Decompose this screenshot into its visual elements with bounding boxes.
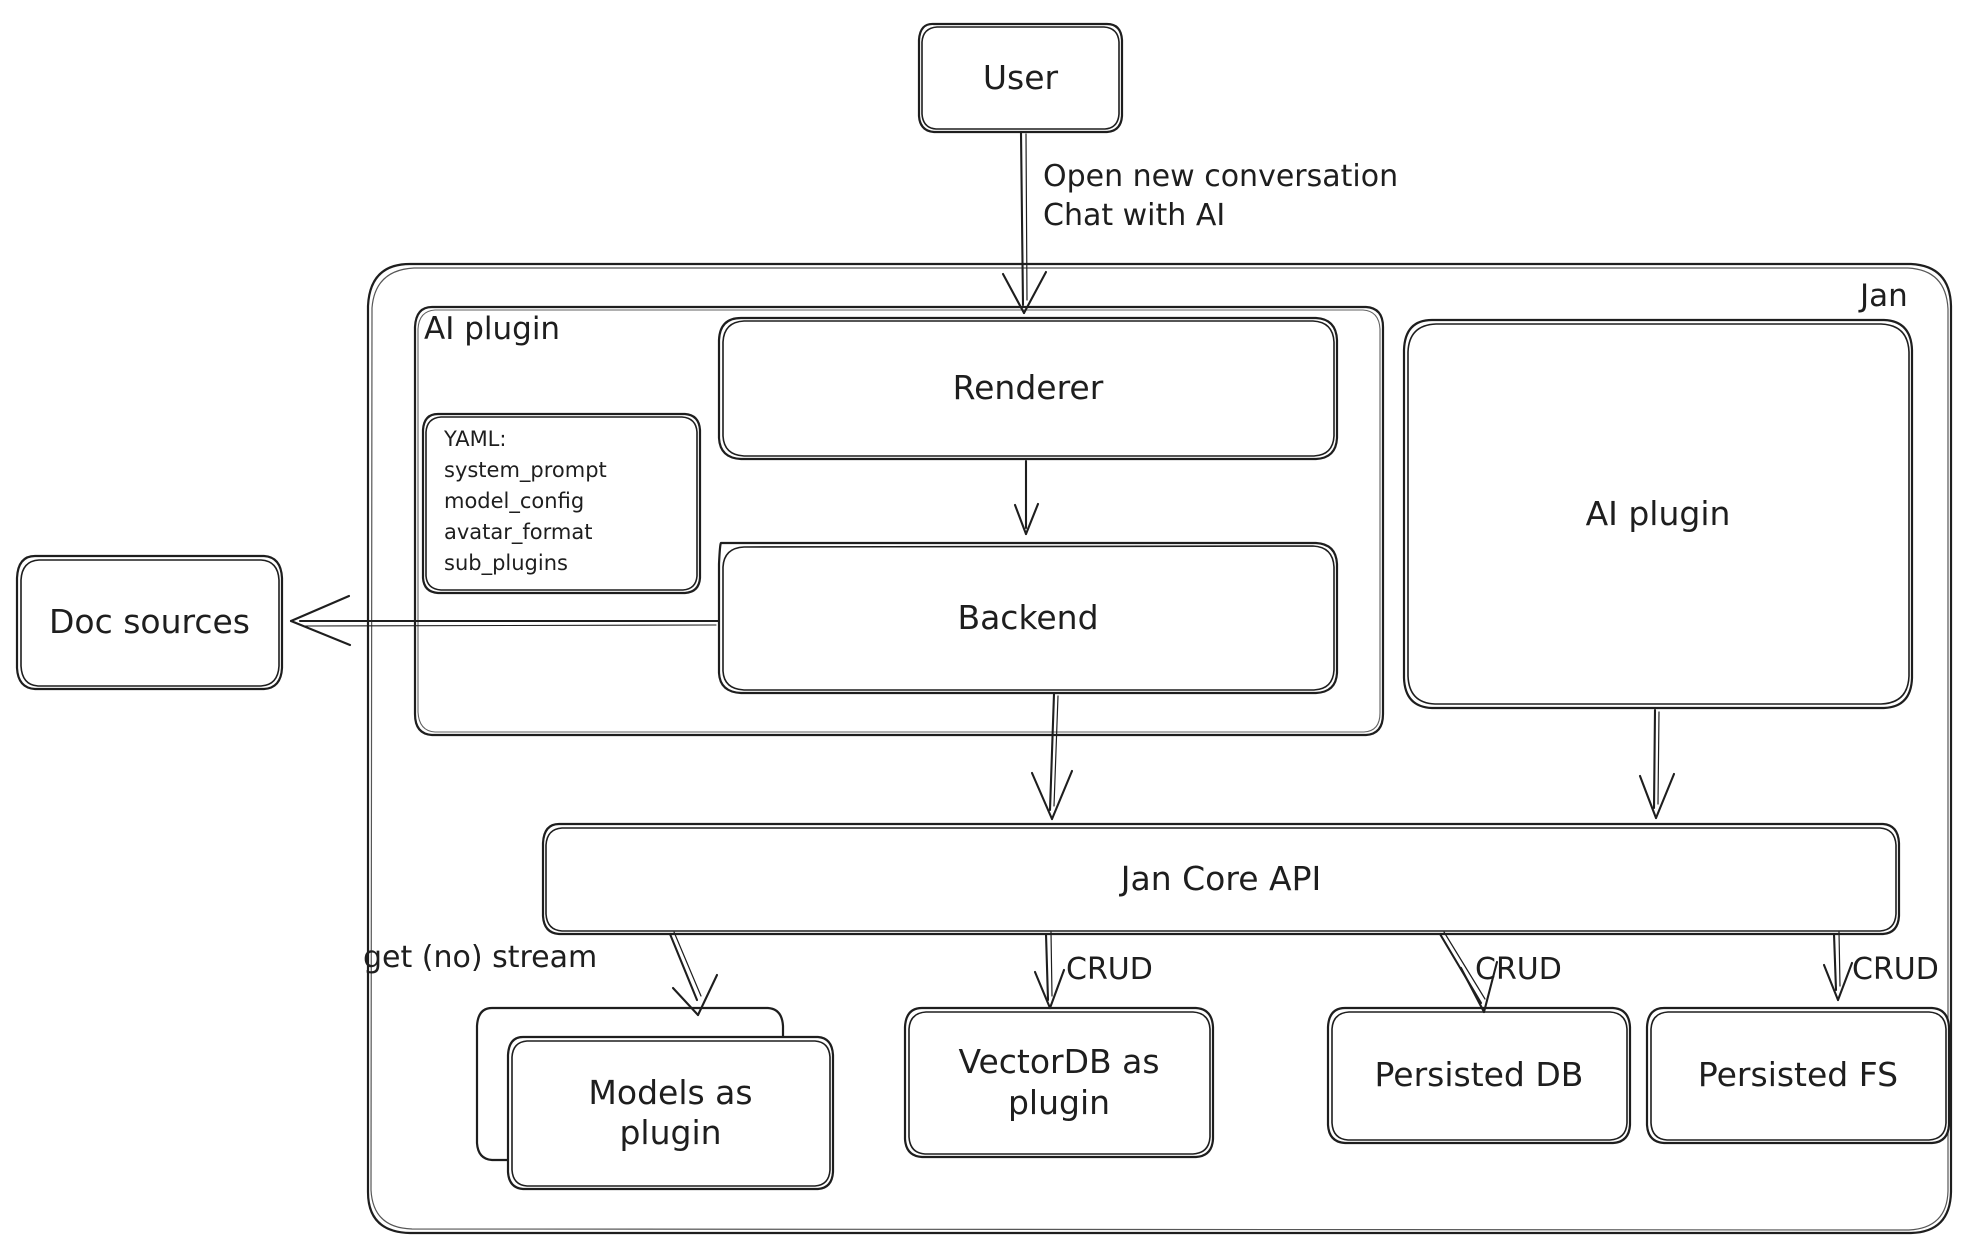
arrow-api-to-persisted-fs [1822, 931, 1854, 1002]
doc-sources-box-shape[interactable] [15, 554, 284, 691]
edge-label-user-to-renderer: Open new conversation Chat with AI [1043, 159, 1399, 233]
arrow-backend-to-jan-core-api [1030, 692, 1074, 821]
backend-node-label: Backend [957, 597, 1099, 637]
edge-label-api-to-models: get (no) stream [363, 940, 598, 975]
ai-plugin-node-label: AI plugin [1585, 493, 1731, 533]
renderer-box-shape[interactable] [717, 316, 1339, 461]
persisted-fs-node-label: Persisted FS [1697, 1055, 1899, 1095]
yaml-note-box-shape [421, 412, 702, 595]
arrow-ai-plugin-to-jan-core-api [1638, 708, 1676, 820]
models-as-plugin-box-shape[interactable] [475, 1006, 835, 1191]
persisted-db-node-label: Persisted DB [1374, 1055, 1584, 1095]
arrow-api-to-vectordb [1033, 931, 1066, 1010]
ai-plugin-box-shape[interactable] [1402, 318, 1914, 710]
backend-box-shape[interactable] [717, 541, 1339, 695]
arrow-user-to-renderer [1001, 131, 1048, 315]
arrow-api-to-models [668, 931, 719, 1017]
arrow-api-to-persisted-db [1438, 931, 1499, 1014]
ai-plugin-frame-shape [413, 305, 1385, 737]
yaml-note-item-sub-plugins: sub_plugins [444, 551, 568, 575]
arrow-backend-to-doc-sources [289, 594, 721, 647]
vectordb-as-plugin-box-shape[interactable] [903, 1006, 1215, 1159]
user-node-label: User [982, 57, 1059, 97]
yaml-note-item-avatar-format: avatar_format [444, 520, 593, 544]
edge-label-api-to-vectordb: CRUD [1066, 952, 1153, 987]
persisted-db-box-shape[interactable] [1326, 1006, 1632, 1145]
edge-label-api-to-persisted-fs: CRUD [1852, 952, 1939, 987]
ai-plugin-frame-label: AI plugin [424, 311, 561, 347]
jan-core-api-node-label: Jan Core API [1120, 858, 1322, 898]
jan-frame-label: Jan [1860, 278, 1908, 314]
vectordb-as-plugin-node-label: VectorDB as plugin [958, 1042, 1160, 1122]
yaml-note-item-system-prompt: system_prompt [444, 458, 607, 482]
models-as-plugin-node-label: Models as plugin [588, 1072, 753, 1152]
jan-core-api-box-shape[interactable] [541, 822, 1901, 936]
yaml-note-heading: YAML: [444, 427, 507, 451]
arrow-renderer-to-backend [1013, 459, 1040, 536]
doc-sources-node-label: Doc sources [48, 602, 250, 642]
jan-frame-shape [366, 262, 1953, 1235]
edge-label-api-to-persisted-db: CRUD [1475, 952, 1562, 987]
yaml-note-item-model-config: model_config [444, 489, 585, 513]
user-box-shape[interactable] [917, 22, 1124, 134]
renderer-node-label: Renderer [952, 368, 1104, 408]
persisted-fs-box-shape[interactable] [1645, 1006, 1951, 1145]
